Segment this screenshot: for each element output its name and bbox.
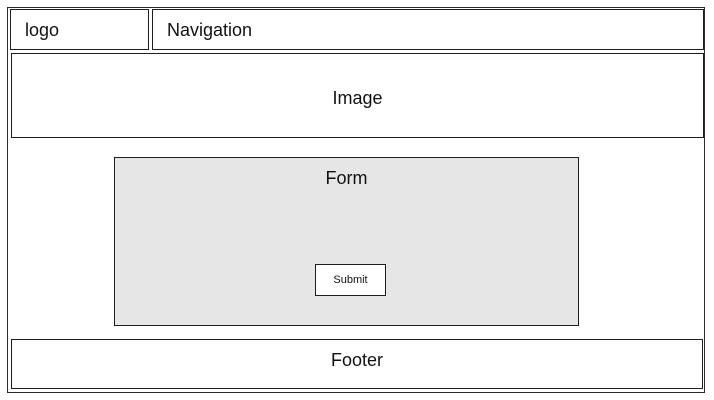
logo[interactable]: logo (10, 9, 149, 50)
footer-label: Footer (330, 350, 384, 370)
image-placeholder-label: Image (332, 88, 383, 108)
logo-text: logo (25, 20, 60, 40)
footer: Footer (11, 339, 703, 389)
page-frame (7, 7, 705, 393)
form-title: Form (325, 168, 368, 188)
form-panel: Form Submit (114, 157, 579, 326)
hero-image-placeholder: Image (11, 53, 704, 138)
submit-button[interactable]: Submit (315, 264, 386, 296)
navigation-label: Navigation (167, 20, 253, 40)
navigation-bar[interactable]: Navigation (152, 9, 704, 50)
